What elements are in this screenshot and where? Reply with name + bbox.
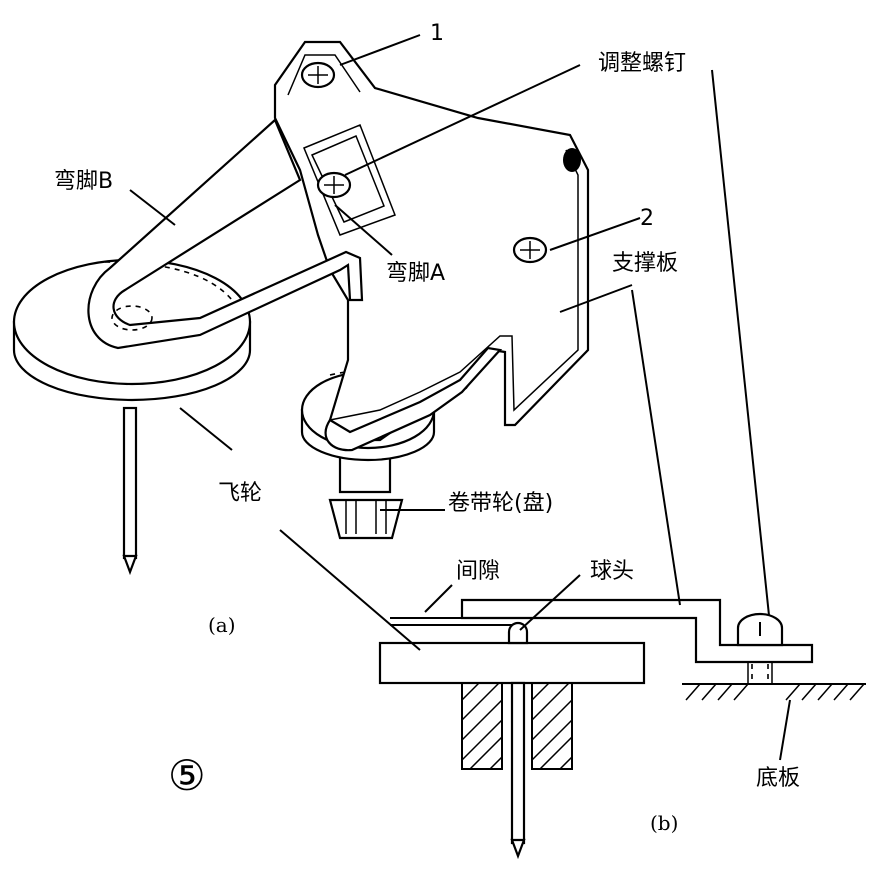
screw-icon xyxy=(300,61,336,89)
screw-icon xyxy=(512,236,548,264)
support-plate-side xyxy=(460,598,814,664)
flywheel-disc xyxy=(12,258,252,576)
figure-a xyxy=(12,34,771,626)
label-take-up-reel: 卷带轮(盘) xyxy=(448,491,553,516)
leader-lines-a xyxy=(129,34,771,626)
base-plate xyxy=(682,683,866,701)
bearing-hatch xyxy=(461,682,573,770)
label-leg-a: 弯脚A xyxy=(386,261,445,286)
caption-a: (a) xyxy=(208,613,236,637)
figure-number: ⑤ xyxy=(168,751,206,800)
leader-lines-b xyxy=(279,289,791,761)
label-base-plate: 底板 xyxy=(756,766,800,791)
label-support-plate: 支撑板 xyxy=(612,251,678,276)
label-flywheel: 飞轮 xyxy=(218,481,262,506)
label-ball-head: 球头 xyxy=(590,559,634,584)
label-1: 1 xyxy=(430,21,444,46)
leg-a-arm xyxy=(324,346,503,452)
label-gap: 间隙 xyxy=(456,559,500,584)
label-adjust-screw: 调整螺钉 xyxy=(598,51,686,76)
label-leg-b: 弯脚B xyxy=(54,169,113,194)
label-2: 2 xyxy=(640,206,654,231)
leg-b-arm xyxy=(87,118,364,350)
adjust-screw-icon xyxy=(736,612,784,684)
caption-b: (b) xyxy=(650,811,678,835)
screw-icon xyxy=(316,171,352,199)
figure-b xyxy=(279,289,866,860)
